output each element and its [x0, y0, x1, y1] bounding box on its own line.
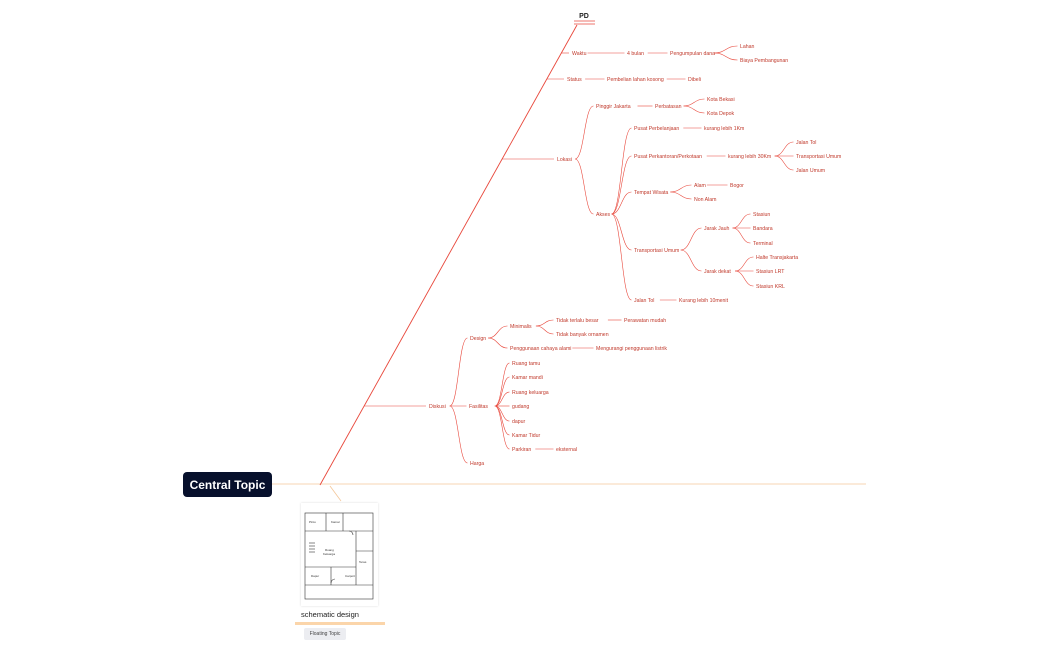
topic-jtol2[interactable]: Jalan Tol — [634, 298, 654, 304]
topic-tidakbesar[interactable]: Tidak terlalu besar — [556, 318, 599, 324]
topic-halte[interactable]: Halte Transjakarta — [756, 255, 798, 261]
topic-dapur[interactable]: dapur — [512, 419, 526, 425]
topic-akses[interactable]: Akses — [596, 212, 611, 218]
topic-kurang1[interactable]: kurang lebih 1Km — [704, 126, 744, 132]
topic-waktu[interactable]: Waktu — [572, 51, 587, 57]
topic-transp2[interactable]: Transportasi Umum — [634, 248, 679, 254]
topic-perbatasan[interactable]: Perbatasan — [655, 104, 682, 110]
topic-jauh[interactable]: Jarak Jauh — [704, 226, 729, 232]
topic-terminal[interactable]: Terminal — [753, 241, 773, 247]
topic-pusatkan[interactable]: Pusat Perkantoran/Perkotaan — [634, 154, 702, 160]
topic-diskusi[interactable]: Diskusi — [429, 404, 446, 410]
topic-alam[interactable]: Alam — [694, 183, 706, 189]
branch-topics: PD Waktu 4 bulan Pengumpulan dana LahanBiaya… — [429, 13, 841, 467]
floor-plan-sketch: Pintu Kamar Ruang Keluarga Teras Dapur C… — [304, 512, 374, 600]
topic-kurang30[interactable]: kurang lebih 30Km — [728, 154, 771, 160]
topic-ktidur[interactable]: Kamar Tidur — [512, 433, 541, 439]
sketch-label: Dapur — [311, 574, 319, 578]
topic-gudang[interactable]: gudang — [512, 404, 529, 410]
topic-wisata[interactable]: Tempat Wisata — [634, 190, 668, 196]
topic-listrik[interactable]: Mengurangi penggunaan listrik — [596, 346, 667, 352]
topic-eksternal[interactable]: eksternal — [556, 447, 577, 453]
topic-dekat[interactable]: Jarak dekat — [704, 269, 731, 275]
topic-4bulan[interactable]: 4 bulan — [627, 51, 644, 57]
topic-harga[interactable]: Harga — [470, 461, 484, 467]
topic-status[interactable]: Status — [567, 77, 582, 83]
topic-rkel[interactable]: Ruang keluarga — [512, 390, 549, 396]
topic-kurang10[interactable]: Kurang lebih 10menit — [679, 298, 729, 304]
topic-lokasi[interactable]: Lokasi — [557, 157, 572, 163]
topic-jumum[interactable]: Jalan Umum — [796, 168, 825, 174]
topic-bandara[interactable]: Bandara — [753, 226, 773, 232]
sketch-label: Carport — [345, 574, 355, 578]
topic-pemb[interactable]: Pembelian lahan kosong — [607, 77, 664, 83]
topic-pusatbel[interactable]: Pusat Perbelanjaan — [634, 126, 679, 132]
root-topic-pd[interactable]: PD — [579, 13, 589, 20]
sketch-label: Teras — [359, 560, 367, 564]
topic-pengdana[interactable]: Pengumpulan dana — [670, 51, 715, 57]
topic-parkiran[interactable]: Parkiran — [512, 447, 531, 453]
topic-biaya[interactable]: Biaya Pembangunan — [740, 58, 788, 64]
topic-pinggir[interactable]: Pinggir Jakarta — [596, 104, 631, 110]
topic-stasiun[interactable]: Stasiun — [753, 212, 770, 218]
topic-kmandi[interactable]: Kamar mandi — [512, 375, 543, 381]
sketch-label: Kamar — [331, 520, 340, 524]
topic-perawatan[interactable]: Perawatan mudah — [624, 318, 666, 324]
floating-topic[interactable]: Floating Topic — [304, 628, 346, 640]
topic-minimalis[interactable]: Minimalis — [510, 324, 532, 330]
topic-nonalam[interactable]: Non Alam — [694, 197, 717, 203]
topic-rtamu[interactable]: Ruang tamu — [512, 361, 540, 367]
topic-bekasi[interactable]: Kota Bekasi — [707, 97, 735, 103]
schematic-design-label[interactable]: schematic design — [301, 610, 359, 619]
topic-jtol1[interactable]: Jalan Tol — [796, 140, 816, 146]
topic-bogor[interactable]: Bogor — [730, 183, 744, 189]
central-topic[interactable]: Central Topic — [183, 472, 272, 497]
topic-ornamen[interactable]: Tidak banyak ornamen — [556, 332, 609, 338]
sketch-label: Keluarga — [323, 552, 335, 556]
topic-transp1[interactable]: Transportasi Umum — [796, 154, 841, 160]
schematic-underline — [295, 622, 385, 625]
sketch-label: Ruang — [325, 548, 334, 552]
topic-lahan[interactable]: Lahan — [740, 44, 755, 50]
branch-connectors — [272, 20, 866, 502]
topic-krl[interactable]: Stasiun KRL — [756, 284, 785, 290]
sketch-label: Pintu — [309, 520, 316, 524]
topic-dibeli[interactable]: Dibeli — [688, 77, 701, 83]
topic-design[interactable]: Design — [470, 336, 486, 342]
topic-depok[interactable]: Kota Depok — [707, 111, 735, 117]
schematic-design-image[interactable]: Pintu Kamar Ruang Keluarga Teras Dapur C… — [301, 503, 378, 606]
topic-lrt[interactable]: Stasiun LRT — [756, 269, 785, 275]
topic-cahaya[interactable]: Penggunaan cahaya alami — [510, 346, 571, 352]
topic-fasilitas[interactable]: Fasilitas — [469, 404, 488, 410]
